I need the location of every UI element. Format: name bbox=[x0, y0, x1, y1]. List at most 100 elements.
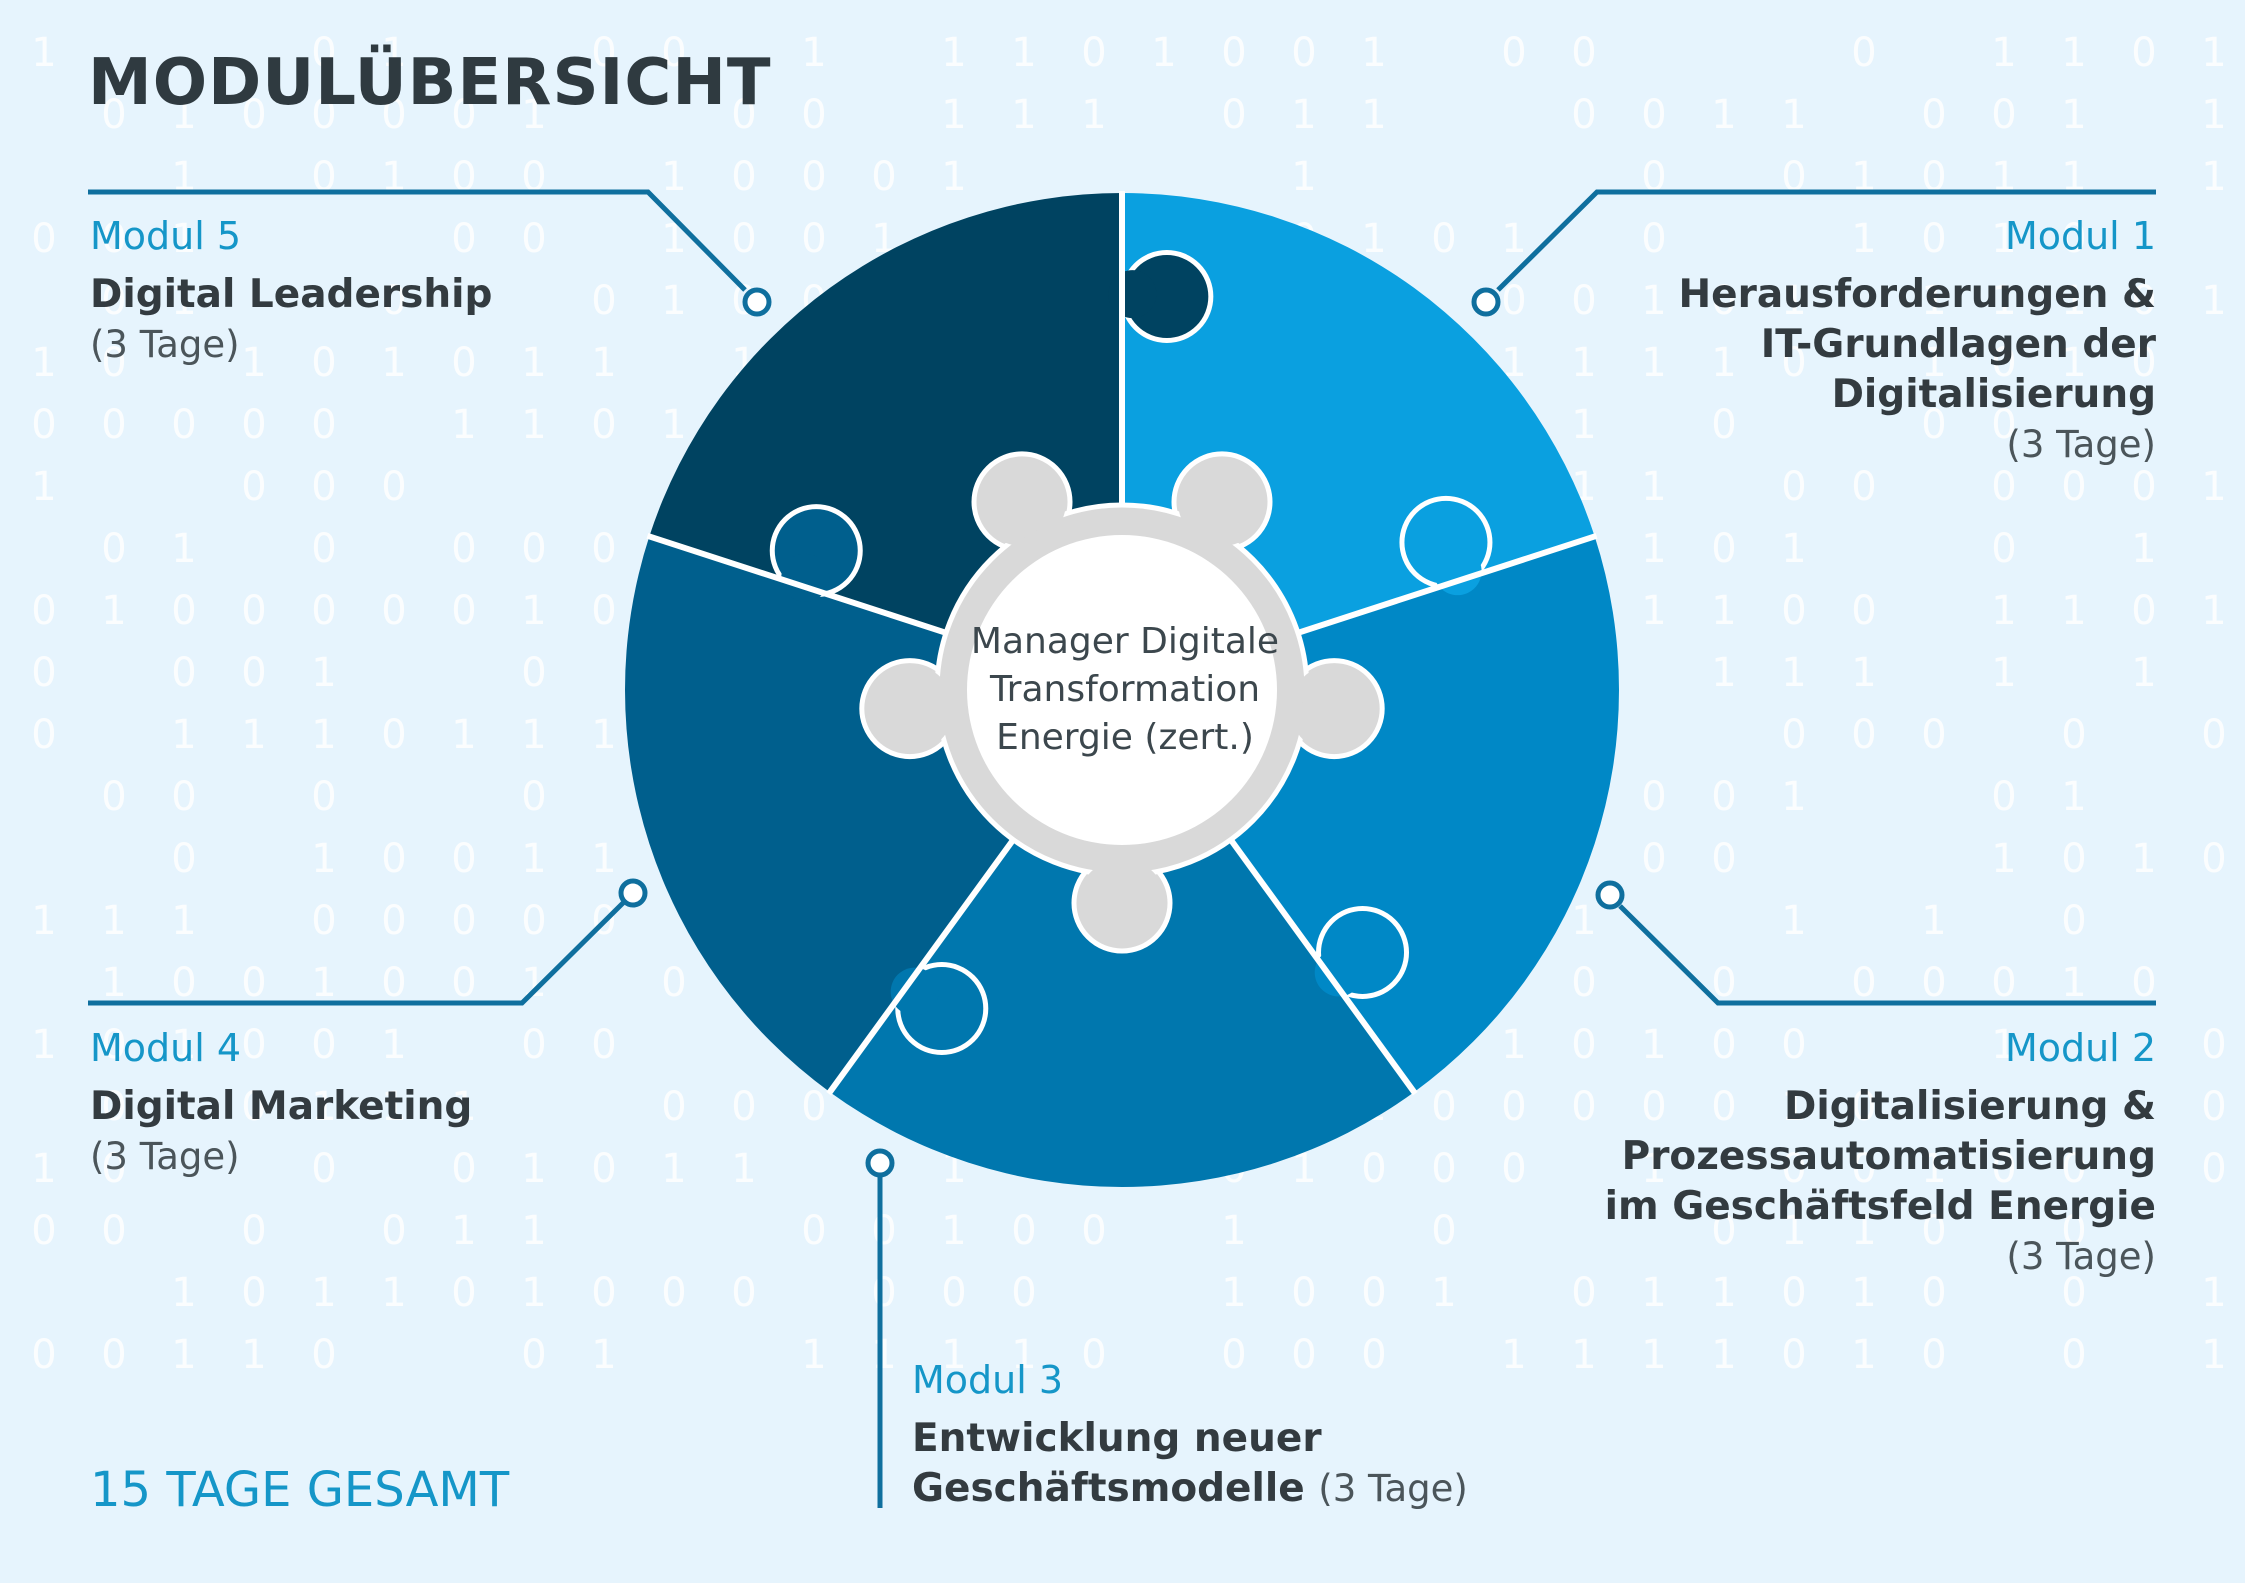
binary-digit: 1 bbox=[1571, 402, 1596, 448]
binary-digit: 0 bbox=[2131, 30, 2156, 76]
binary-digit: 0 bbox=[451, 836, 476, 882]
binary-digit: 0 bbox=[171, 836, 196, 882]
binary-digit: 1 bbox=[451, 712, 476, 758]
binary-digit: 0 bbox=[311, 340, 336, 386]
binary-digit: 0 bbox=[1991, 340, 2016, 386]
binary-digit: 0 bbox=[451, 898, 476, 944]
binary-digit: 1 bbox=[801, 1332, 826, 1378]
binary-digit: 1 bbox=[1991, 278, 2016, 324]
binary-digit: 0 bbox=[1991, 774, 2016, 820]
binary-digit: 0 bbox=[101, 216, 126, 262]
binary-digit: 1 bbox=[1781, 898, 1806, 944]
binary-digit: 1 bbox=[1221, 1208, 1246, 1254]
binary-digit: 1 bbox=[941, 1208, 966, 1254]
binary-digit: 0 bbox=[801, 1208, 826, 1254]
binary-digit: 0 bbox=[1921, 960, 1946, 1006]
binary-digit: 1 bbox=[1361, 30, 1386, 76]
binary-digit: 0 bbox=[731, 1084, 756, 1130]
connector-module-2-dot bbox=[1595, 880, 1625, 910]
binary-digit: 0 bbox=[31, 712, 56, 758]
binary-digit: 0 bbox=[1501, 30, 1526, 76]
connector-module-3-dot bbox=[865, 1148, 895, 1178]
binary-digit: 1 bbox=[1991, 216, 2016, 262]
binary-digit: 1 bbox=[1501, 1332, 1526, 1378]
binary-digit: 0 bbox=[451, 960, 476, 1006]
binary-digit: 1 bbox=[2201, 1270, 2226, 1316]
binary-digit: 1 bbox=[661, 402, 686, 448]
binary-digit: 1 bbox=[1711, 92, 1736, 138]
binary-digit: 1 bbox=[241, 712, 266, 758]
binary-digit: 1 bbox=[1501, 1022, 1526, 1068]
binary-digit: 1 bbox=[1991, 588, 2016, 634]
binary-digit: 0 bbox=[591, 1022, 616, 1068]
binary-digit: 1 bbox=[1011, 1332, 1036, 1378]
puzzle-tab-neck bbox=[1108, 270, 1157, 319]
binary-digit: 1 bbox=[1991, 650, 2016, 696]
binary-digit: 0 bbox=[381, 712, 406, 758]
binary-digit: 0 bbox=[1221, 30, 1246, 76]
binary-digit: 0 bbox=[1921, 92, 1946, 138]
binary-digit: 0 bbox=[451, 216, 476, 262]
binary-digit: 1 bbox=[2061, 774, 2086, 820]
module-1-title-line-1: Herausforderungen & bbox=[1678, 272, 2156, 317]
binary-digit: 0 bbox=[241, 960, 266, 1006]
binary-digit: 0 bbox=[1711, 774, 1736, 820]
binary-digit: 0 bbox=[2061, 216, 2086, 262]
binary-digit: 0 bbox=[2201, 836, 2226, 882]
binary-digit: 0 bbox=[1781, 1270, 1806, 1316]
binary-digit: 1 bbox=[1921, 340, 1946, 386]
binary-digit: 1 bbox=[311, 836, 336, 882]
binary-digit: 0 bbox=[2131, 340, 2156, 386]
binary-digit: 0 bbox=[801, 92, 826, 138]
binary-digit: 0 bbox=[731, 1270, 756, 1316]
binary-digit: 1 bbox=[381, 340, 406, 386]
binary-digit: 1 bbox=[1011, 92, 1036, 138]
binary-digit: 1 bbox=[941, 30, 966, 76]
binary-digit: 1 bbox=[1991, 30, 2016, 76]
binary-digit: 0 bbox=[1991, 464, 2016, 510]
page-title: MODULÜBERSICHT bbox=[88, 46, 772, 120]
binary-digit: 0 bbox=[1851, 712, 1876, 758]
binary-digit: 1 bbox=[1781, 92, 1806, 138]
binary-digit: 0 bbox=[101, 1208, 126, 1254]
binary-digit: 0 bbox=[31, 402, 56, 448]
center-hub-label: Manager Digitale Transformation Energie … bbox=[920, 618, 1330, 762]
binary-digit: 0 bbox=[801, 216, 826, 262]
binary-digit: 0 bbox=[661, 1270, 686, 1316]
binary-digit: 1 bbox=[1781, 1084, 1806, 1130]
binary-digit: 0 bbox=[1291, 1270, 1316, 1316]
binary-digit: 0 bbox=[2131, 278, 2156, 324]
binary-digit: 0 bbox=[661, 30, 686, 76]
binary-digit: 1 bbox=[1361, 92, 1386, 138]
binary-digit: 0 bbox=[1991, 1146, 2016, 1192]
binary-digit: 0 bbox=[661, 960, 686, 1006]
binary-digit: 1 bbox=[521, 836, 546, 882]
binary-digit: 0 bbox=[731, 92, 756, 138]
binary-digit: 0 bbox=[381, 278, 406, 324]
binary-digit: 1 bbox=[2201, 464, 2226, 510]
binary-digit: 1 bbox=[1851, 1208, 1876, 1254]
binary-digit: 1 bbox=[521, 402, 546, 448]
binary-digit: 0 bbox=[101, 92, 126, 138]
hub-knob-inner bbox=[978, 457, 1067, 546]
binary-digit: 1 bbox=[521, 92, 546, 138]
binary-digit: 1 bbox=[31, 464, 56, 510]
binary-digit: 0 bbox=[1851, 1084, 1876, 1130]
binary-digit: 0 bbox=[1851, 30, 1876, 76]
binary-digit: 0 bbox=[1291, 1332, 1316, 1378]
binary-digit: 0 bbox=[31, 588, 56, 634]
binary-digit: 0 bbox=[801, 154, 826, 200]
binary-digit: 0 bbox=[311, 30, 336, 76]
binary-digit: 0 bbox=[31, 650, 56, 696]
binary-digit: 1 bbox=[311, 960, 336, 1006]
binary-digit: 1 bbox=[801, 30, 826, 76]
binary-digit: 1 bbox=[1641, 588, 1666, 634]
binary-digit: 1 bbox=[2201, 278, 2226, 324]
binary-digit: 1 bbox=[1081, 92, 1106, 138]
module-2-label: Modul 2 Digitalisierung & Prozessautomat… bbox=[1500, 1026, 2156, 1282]
binary-digit: 1 bbox=[451, 1208, 476, 1254]
binary-digit: 0 bbox=[1781, 464, 1806, 510]
binary-digit: 0 bbox=[1571, 1270, 1596, 1316]
binary-digit: 0 bbox=[801, 1084, 826, 1130]
